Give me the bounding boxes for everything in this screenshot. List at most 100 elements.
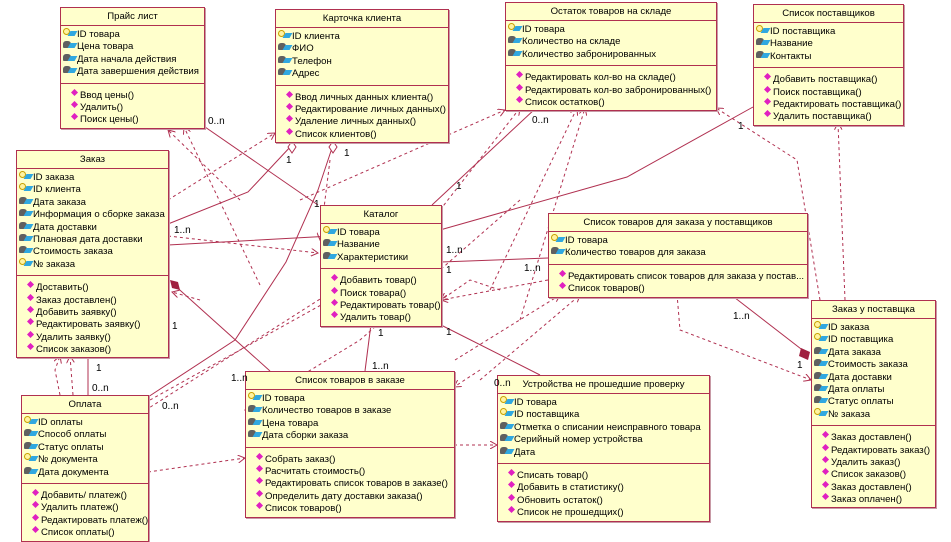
operation: Заказ оплачен() <box>822 493 935 505</box>
multiplicity-label: 1 <box>738 121 744 132</box>
attribute-name: Дата доставки <box>828 371 892 383</box>
operation-name: Заказ доставлен() <box>831 432 912 444</box>
operation-name: Редактировать поставщика() <box>773 98 902 110</box>
operations-compartment: Ввод личных данных клиента()Редактирован… <box>276 86 448 143</box>
multiplicity-label: 0..n <box>208 116 225 127</box>
class-name: Заказ <box>17 151 168 169</box>
private-attribute-icon <box>19 221 33 231</box>
operation: Удалить платеж() <box>32 501 148 513</box>
attribute-name: ID товара <box>262 393 305 404</box>
attribute: № документа <box>24 453 148 465</box>
attribute: Название <box>756 37 903 49</box>
attribute: Статус оплаты <box>814 395 935 407</box>
operation-icon <box>32 489 41 499</box>
operation-icon <box>27 306 36 316</box>
operation-name: Добавить в статистику() <box>517 482 624 494</box>
multiplicity-label: 1 <box>286 155 292 166</box>
operation-icon <box>822 431 831 441</box>
operation-name: Добавить заявку() <box>36 306 117 318</box>
key-attribute-icon <box>551 234 565 244</box>
attribute: Плановая дата доставки <box>19 233 168 245</box>
attribute-name: Дата доставки <box>33 221 97 233</box>
attribute: Характеристики <box>323 251 441 263</box>
operation: Удалить товар() <box>331 311 441 323</box>
operation-icon <box>508 481 517 491</box>
multiplicity-label: 1 <box>378 328 384 339</box>
attribute-name: Информация о сборке заказа <box>33 209 165 221</box>
key-attribute-icon <box>24 453 38 463</box>
attribute: Стоимость заказа <box>19 245 168 257</box>
private-attribute-icon <box>19 208 33 218</box>
operation: Поиск товара() <box>331 287 441 299</box>
multiplicity-label: 1..n <box>733 311 750 322</box>
operation: Список остатков() <box>516 96 716 108</box>
private-attribute-icon <box>551 246 565 256</box>
operation-icon <box>508 506 517 516</box>
operation: Добавить в статистику() <box>508 481 709 493</box>
operation-icon <box>508 469 517 479</box>
private-attribute-icon <box>248 429 262 439</box>
attribute-name: ID поставщика <box>770 26 836 37</box>
operation: Заказ доставлен() <box>27 294 168 306</box>
private-attribute-icon <box>508 48 522 58</box>
operation-name: Заказ оплачен() <box>831 494 903 506</box>
operation-icon <box>331 311 340 321</box>
attribute: Дата завершения действия <box>63 65 204 77</box>
private-attribute-icon <box>814 395 828 405</box>
operation-name: Обновить остаток() <box>517 494 603 506</box>
attribute: Дата заказа <box>19 196 168 208</box>
private-attribute-icon <box>814 346 828 356</box>
operation-name: Ввод личных данных клиента() <box>295 91 434 103</box>
operation-name: Удалить заявку() <box>36 331 111 343</box>
operation-icon <box>508 494 517 504</box>
private-attribute-icon <box>248 417 262 427</box>
operation-name: Поиск цены() <box>80 114 139 126</box>
operation: Поиск цены() <box>71 113 204 125</box>
attribute: ФИО <box>278 42 448 54</box>
attribute-name: ID поставщика <box>514 409 580 421</box>
attribute: Адрес <box>278 67 448 79</box>
operation-icon <box>256 465 265 475</box>
attribute: ID клиента <box>19 183 168 195</box>
multiplicity-label: 0..n <box>92 383 109 394</box>
operations-compartment: Доставить()Заказ доставлен()Добавить зая… <box>17 276 168 357</box>
key-attribute-icon <box>814 333 828 343</box>
operations-compartment: Редактировать кол-во на складе()Редактир… <box>506 66 716 110</box>
operation: Редактировать заявку() <box>27 318 168 330</box>
operation: Поиск поставщика() <box>764 86 903 98</box>
aggregation-diamonds <box>170 140 810 360</box>
attribute-name: ID товара <box>77 29 120 40</box>
attribute: Дата оплаты <box>814 383 935 395</box>
operation: Определить дату доставки заказа() <box>256 490 454 502</box>
operation-name: Редактировать кол-во забронированных() <box>525 84 712 96</box>
attribute: Контакты <box>756 50 903 62</box>
operation-name: Поиск товара() <box>340 287 407 299</box>
operation-icon <box>256 490 265 500</box>
operation-icon <box>764 110 773 120</box>
attribute: ID заказа <box>814 321 935 333</box>
operation: Список заказов() <box>27 343 168 355</box>
attribute-name: Телефон <box>292 55 332 67</box>
attribute: ID товара <box>508 23 716 35</box>
attribute-name: Дата <box>514 446 536 458</box>
attribute: ID заказа <box>19 171 168 183</box>
key-attribute-icon <box>19 171 33 181</box>
class-name: Оплата <box>22 396 148 414</box>
attribute: Дата <box>500 446 709 458</box>
operations-compartment: Собрать заказ()Расчитать стоимость()Реда… <box>246 448 454 517</box>
operation-icon <box>286 115 295 125</box>
operation-name: Ввод цены() <box>80 89 135 101</box>
